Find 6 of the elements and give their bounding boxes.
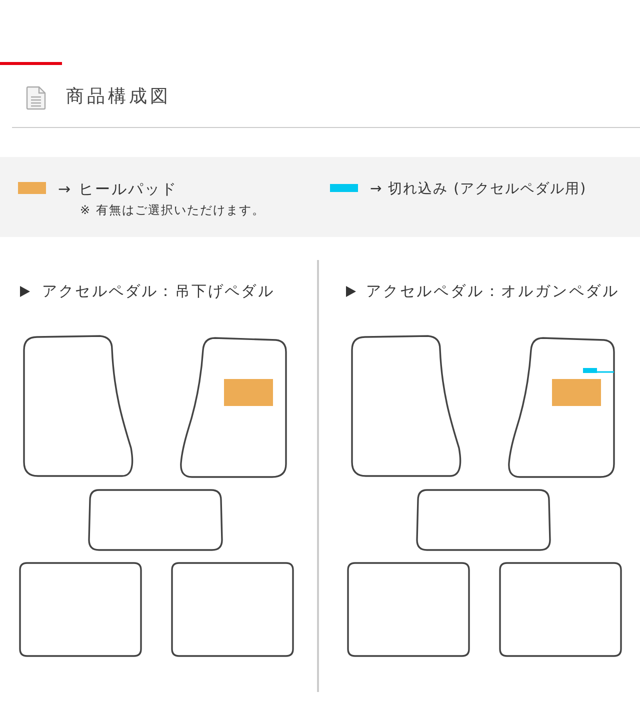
legend-text: → 切れ込み (アクセルペダル用) — [370, 180, 587, 199]
title: 商品構成図 — [66, 85, 171, 109]
section-heading: アクセルペダル：吊下げペダル — [42, 281, 274, 301]
note: ※ 有無はご選択いただけます。 — [80, 202, 265, 218]
legend-text: → ヒールパッド — [58, 179, 178, 199]
section-heading: アクセルペダル：オルガンペダル — [366, 281, 620, 301]
